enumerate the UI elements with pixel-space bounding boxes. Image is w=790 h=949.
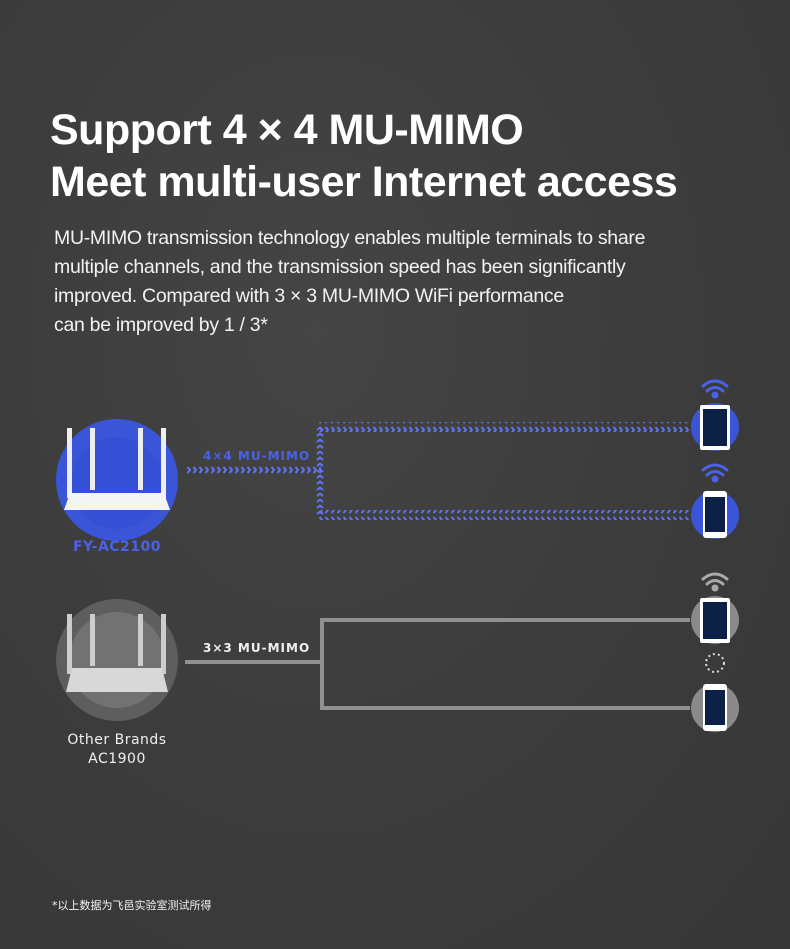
link-label-4x4: 4×4 MU-MIMO — [203, 449, 311, 463]
model-label: FY-AC2100 — [72, 539, 162, 555]
footnote: *以上数据为飞邑实验室测试所得 — [52, 899, 212, 912]
loading-spinner-icon — [705, 653, 725, 673]
description-line: multiple channels, and the transmission … — [54, 256, 626, 278]
link-label-3x3: 3×3 MU-MIMO — [203, 641, 311, 655]
wifi-icon — [701, 379, 729, 592]
brand-line: Other Brands — [67, 732, 167, 748]
description-line: MU-MIMO transmission technology enables … — [54, 227, 646, 249]
description: MU-MIMO transmission technology enables … — [54, 224, 744, 340]
router-inner-circle — [69, 612, 165, 708]
brand-line: AC1900 — [88, 751, 146, 767]
router-icon-grey — [66, 614, 168, 692]
phones — [691, 403, 739, 732]
grey-link — [185, 618, 690, 710]
other-brands-label: Other Brands AC1900 — [37, 731, 197, 769]
headline-line-2: Meet multi-user Internet access — [50, 158, 678, 206]
description-line: improved. Compared with 3 × 3 MU-MIMO Wi… — [54, 285, 564, 307]
blue-link-vertical — [316, 427, 326, 515]
blue-link-bottom — [318, 510, 690, 520]
router-icon — [64, 428, 170, 510]
headline-line-1: Support 4 × 4 MU-MIMO — [50, 106, 524, 154]
blue-link-top — [318, 422, 690, 432]
router-highlight-blue-inner — [71, 437, 163, 529]
headline: Support 4 × 4 MU-MIMO Meet multi-user In… — [50, 104, 678, 208]
description-line: can be improved by 1 / 3* — [54, 314, 268, 336]
blue-link-main — [185, 465, 321, 475]
